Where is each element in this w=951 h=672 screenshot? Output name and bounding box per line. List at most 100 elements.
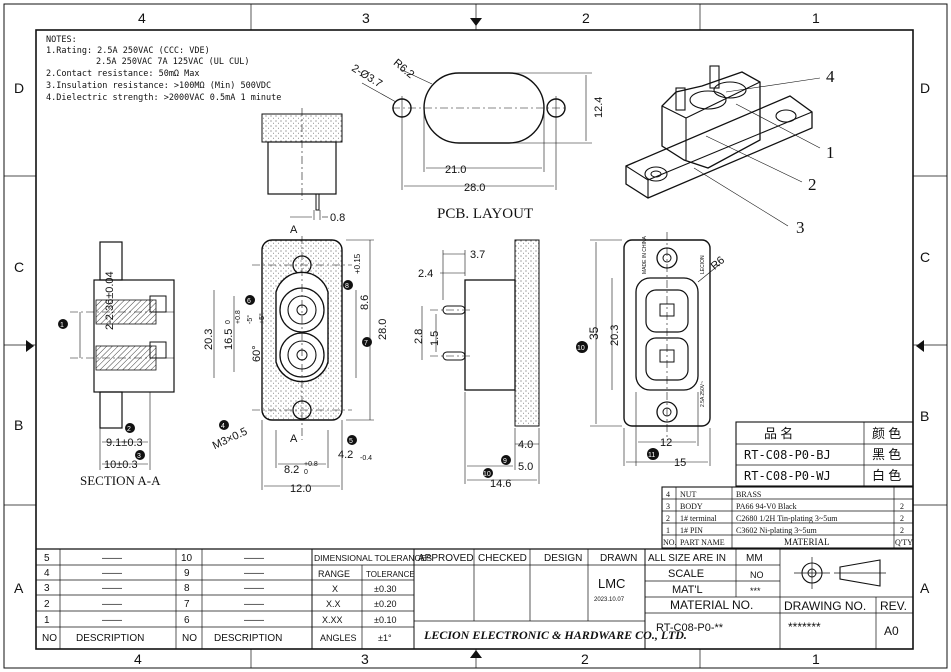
rear-text-china: MADE IN CHINA [642,236,648,274]
sec-mark-1: 1 [60,322,64,329]
rev-right-no-10: 10 [181,553,193,564]
part-1-name: 1# PIN [680,526,703,535]
rev-left-head-no: NO [42,633,57,644]
rev-right-no-6: 6 [184,615,190,626]
sec-dim-pins: 2-2.36±0.04 [104,271,116,330]
iso-callout-3: 3 [796,218,805,237]
sec-mark-2: 2 [127,426,131,433]
approval-drawn-by: LMC [598,576,625,591]
pcb-dim-r6-2: R6.2 [391,57,417,81]
front-mark-8: 8 [345,283,349,290]
zone-right-b: B [920,408,929,424]
pcb-layout-title: PCB. LAYOUT [437,206,533,222]
rev-left-no-2: 2 [44,599,50,610]
section-view: 2-2.36±0.04 9.1±0.3 10±0.3 SECTION A-A 1… [58,241,176,488]
front-dim-60-tol-low: -5° [246,315,254,324]
part-3-no: 3 [666,502,670,511]
note-2: 2.Contact resistance: 50mΩ Max [46,69,200,79]
parts-head-material: MATERIAL [784,537,830,547]
tb-material-no-label: MATERIAL NO. [670,598,753,612]
side-dim-14-6: 14.6 [490,478,511,490]
note-1: 1.Rating: 2.5A 250VAC (CCC: VDE) [46,46,210,56]
rev-left-no-4: 4 [44,568,50,579]
side-dim-1-5: 1.5 [429,331,441,346]
rev-left-desc-4: —— [102,568,122,579]
rev-left-no-3: 3 [44,583,50,594]
zone-bottom-3: 3 [361,651,369,667]
part-1-qty: 2 [900,526,904,535]
tb-material-no: RT-C08-P0-** [656,622,724,634]
notes-block: NOTES: 1.Rating: 2.5A 250VAC (CCC: VDE) … [46,35,281,103]
tol-value-4: ±1° [378,633,392,643]
company-name: LECION ELECTRONIC & HARDWARE CO., LTD. [423,628,687,642]
zone-top-1: 1 [812,10,820,26]
parts-head-name: PART NAME [680,538,725,547]
pcb-dim-12-4: 12.4 [593,97,605,118]
zone-left-c: C [14,259,24,275]
rev-right-desc-10: —— [244,553,264,564]
front-dim-8-6-tol: +0.15 [353,253,362,274]
rev-right-desc-8: —— [244,583,264,594]
side-view: 3.7 2.4 2.8 1.5 4.0 5.0 14.6 9 10 [413,239,540,490]
front-dim-60deg: 60° [251,345,263,362]
zone-top-3: 3 [362,10,370,26]
rev-right-head-desc: DESCRIPTION [214,633,282,644]
front-mark-5: 5 [349,438,353,445]
part-3-material: PA66 94-V0 Black [736,502,797,511]
front-dim-16-5-tol-up: +0.8 [235,310,242,324]
tb-rev-label: REV. [880,599,907,613]
zone-dividers [4,4,947,668]
product-row-2-color: 白 色 [872,468,901,483]
rev-left-desc-5: —— [102,553,122,564]
side-dim-3-7: 3.7 [470,249,485,261]
product-head-name: 品 名 [764,426,793,441]
part-2-qty: 2 [900,514,904,523]
rev-left-no-5: 5 [44,553,50,564]
rev-right-desc-9: —— [244,568,264,579]
sec-dim-10: 10±0.3 [104,459,138,471]
front-dim-60-tol-up: +5° [258,313,266,324]
iso-callout-4: 4 [826,67,835,86]
tol-range-4: ANGLES [320,633,357,643]
rev-left-desc-2: —— [102,599,122,610]
front-mark-4: 4 [221,423,225,430]
rev-right-desc-6: —— [244,615,264,626]
zone-right-d: D [920,80,930,96]
rear-mark-11: 11 [648,452,655,459]
pcb-dim-holes: 2-Ø3.7 [349,62,384,90]
tol-head-range: RANGE [318,569,350,579]
inner-border [35,29,914,650]
iso-view: 4 1 2 3 [625,65,835,237]
rear-mark-10: 10 [577,345,585,352]
tb-all-size: ALL SIZE ARE IN [648,553,726,564]
title-block: ALL SIZE ARE IN MM SCALE NO MAT'L *** MA… [648,553,907,638]
revision-table: 5 4 3 2 1 —— —— —— —— —— 10 9 8 7 6 —— —… [42,553,282,644]
tol-title: DIMENSIONAL TOLERANCES [314,553,432,563]
side-mark-9: 9 [503,458,507,465]
tb-unit: MM [746,553,763,564]
rear-dim-35: 35 [587,326,601,340]
front-dim-12: 12.0 [290,483,311,495]
rear-text-rating: 2.5A 250V~ [700,381,706,407]
zone-left-b: B [14,417,23,433]
front-dim-4-2: 4.2 [338,449,353,461]
approval-head-checked: CHECKED [478,553,527,564]
part-2-material: C2680 1/2H Tin-plating 3~5um [736,514,838,523]
cut-a-bottom: A [290,433,298,445]
tol-range-2: X.X [326,599,341,609]
part-2-name: 1# terminal [680,514,717,523]
part-4-no: 4 [666,490,670,499]
tb-matl: *** [750,586,761,596]
zone-left-a: A [14,580,24,596]
front-dim-8-2-tol-up: +0.8 [304,461,318,468]
rear-dim-20-3: 20.3 [609,325,621,346]
tol-range-1: X [332,584,338,594]
front-dim-8-6: 8.6 [359,295,371,310]
product-row-1-color: 黑 色 [872,447,901,462]
rev-right-no-7: 7 [184,599,190,610]
tol-value-3: ±0.10 [374,615,396,625]
title-block-grid [36,548,913,649]
rear-dim-15: 15 [674,457,686,469]
tb-rev: A0 [884,624,899,638]
